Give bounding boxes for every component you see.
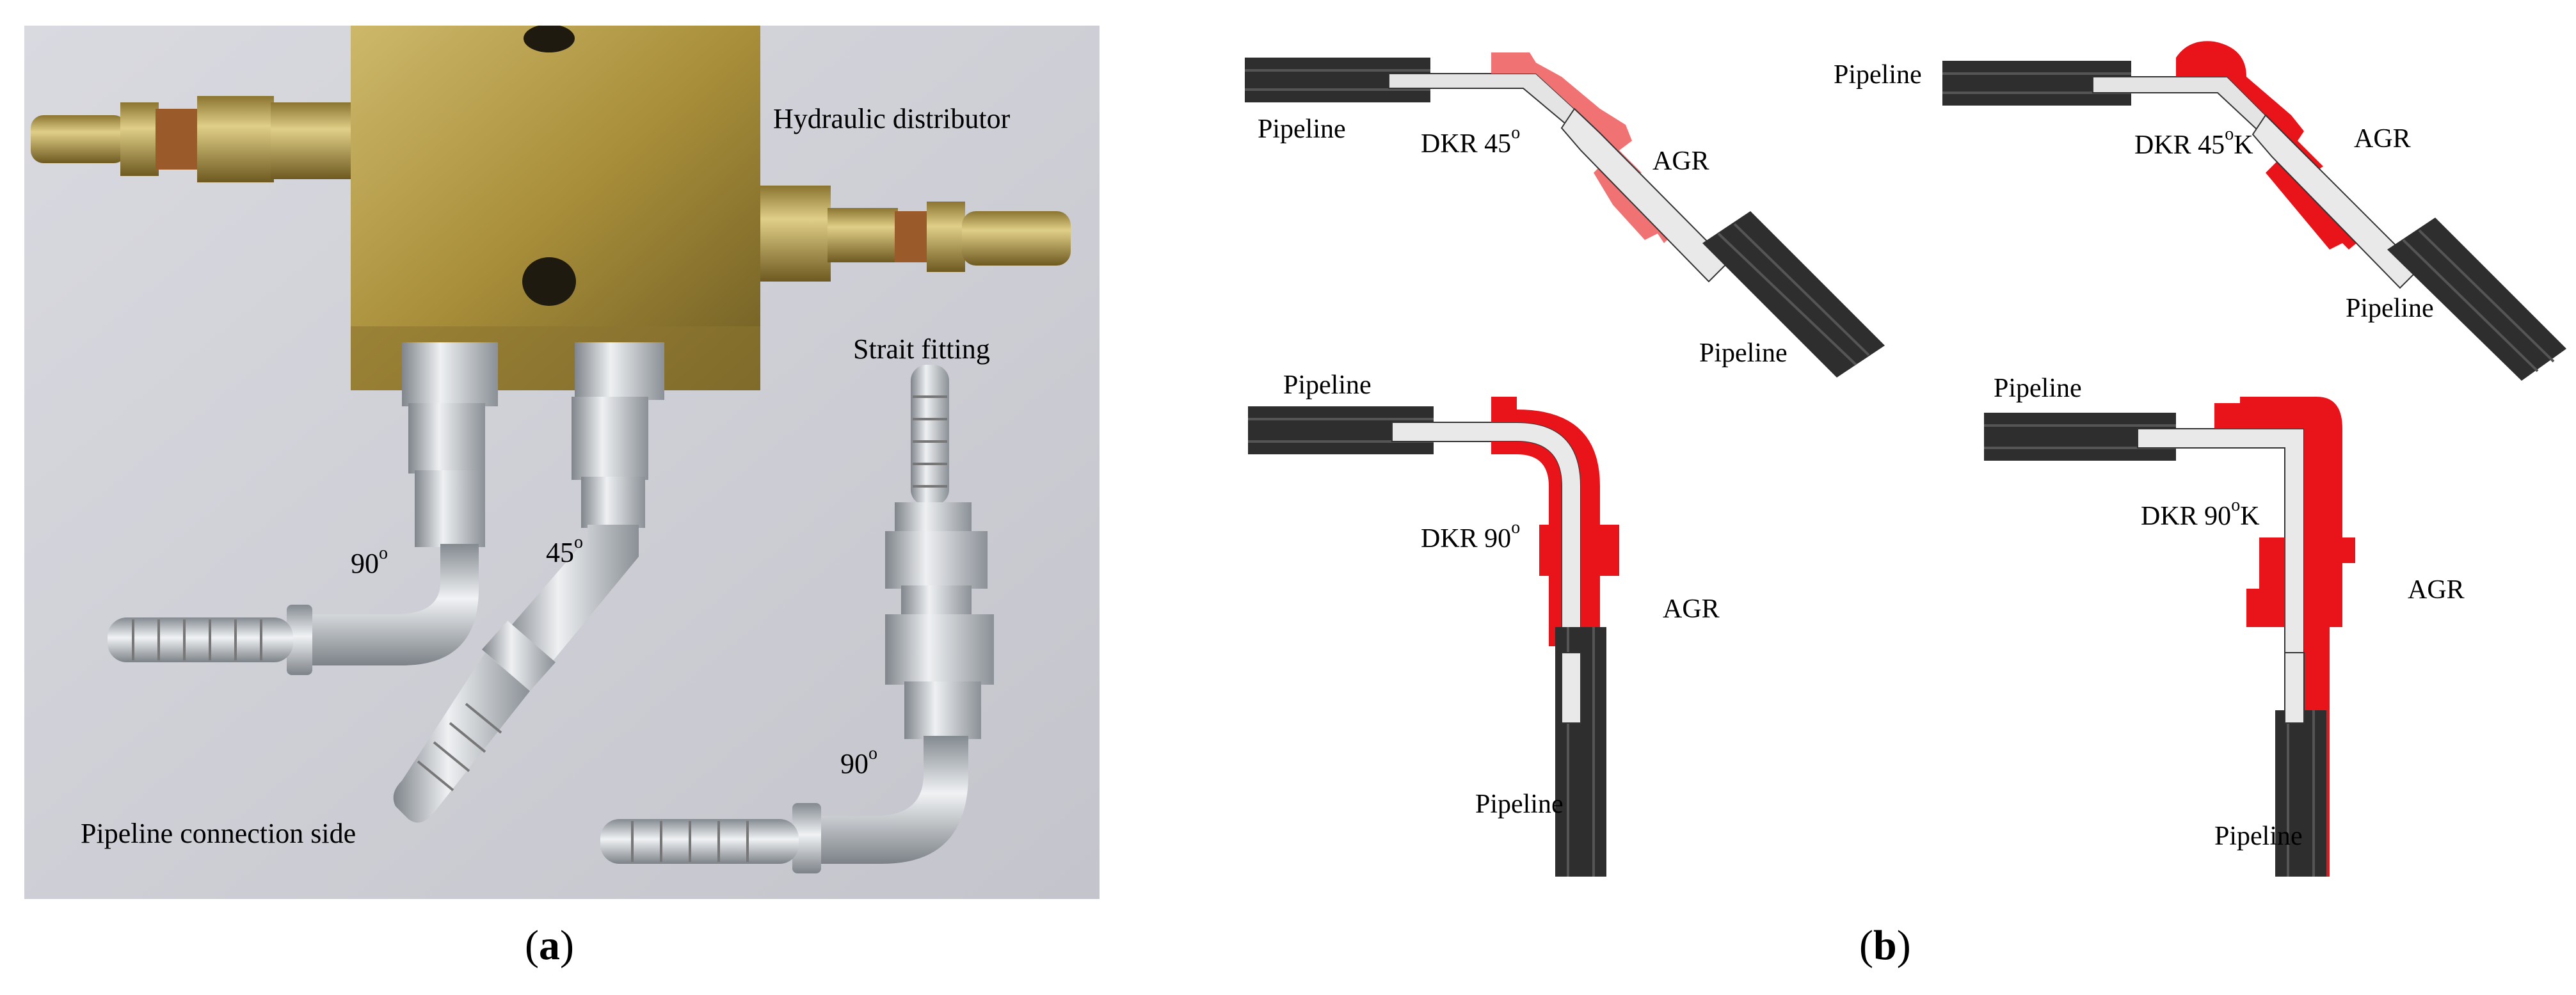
fitting-90-left xyxy=(108,342,498,675)
dkr90k-label-fitting: DKR 90oK xyxy=(2141,495,2260,531)
caption-b: (b) xyxy=(1859,922,1911,969)
dkr90k-label-agr: AGR xyxy=(2408,575,2465,605)
label-pipeline-connection-side: Pipeline connection side xyxy=(81,818,356,849)
dkr45-label-fitting: DKR 45o xyxy=(1421,123,1520,159)
diagram-dkr45k: Pipeline DKR 45oK AGR Pipeline xyxy=(1834,41,2566,381)
label-angle-90-left: 90o xyxy=(351,543,388,579)
fittings-photo: Hydraulic distributor Strait fitting 90o… xyxy=(24,26,1100,899)
dkr90-label-fitting: DKR 90o xyxy=(1421,518,1520,553)
fitting-90-right xyxy=(600,736,968,873)
label-hydraulic-distributor: Hydraulic distributor xyxy=(773,103,1011,134)
dkr90-label-agr: AGR xyxy=(1663,594,1720,624)
cross-section-diagrams: Pipeline DKR 45o AGR Pipeline Pipeline D… xyxy=(1245,41,2566,877)
dkr90-label-pipeline-left: Pipeline xyxy=(1283,370,1372,400)
diagram-dkr45: Pipeline DKR 45o AGR Pipeline xyxy=(1245,52,1885,378)
left-brass-stub xyxy=(31,115,127,163)
photo-panel: Hydraulic distributor Strait fitting 90o… xyxy=(24,26,1100,899)
label-angle-45: 45o xyxy=(546,532,583,568)
dkr90-label-pipeline-bottom: Pipeline xyxy=(1475,790,1564,819)
right-brass-stub xyxy=(760,186,831,282)
block-hole-top xyxy=(524,26,575,52)
dkr45k-label-pipeline-bottom: Pipeline xyxy=(2346,294,2434,323)
fitting-45 xyxy=(393,342,664,823)
diagram-dkr90: Pipeline DKR 90o AGR Pipeline xyxy=(1248,370,1720,877)
dkr45k-label-agr: AGR xyxy=(2354,124,2411,154)
label-strait-fitting: Strait fitting xyxy=(853,333,990,365)
section-panel: Pipeline DKR 45o AGR Pipeline Pipeline D… xyxy=(1216,13,2566,889)
dkr45-label-agr: AGR xyxy=(1652,147,1709,176)
dkr45-label-pipeline-left: Pipeline xyxy=(1258,115,1346,144)
block-hole-bottom xyxy=(522,257,576,306)
fitting-strait xyxy=(885,365,994,739)
dkr90k-label-pipeline-bottom: Pipeline xyxy=(2214,822,2303,851)
dkr45k-label-fitting: DKR 45oK xyxy=(2134,124,2253,160)
caption-a: (a) xyxy=(525,922,574,969)
diagram-dkr90k: Pipeline DKR 90oK AGR Pipeline xyxy=(1984,374,2465,877)
dkr90k-label-pipeline-left: Pipeline xyxy=(1994,374,2082,403)
dkr45k-label-pipeline-left: Pipeline xyxy=(1834,60,1922,90)
label-angle-90-right: 90o xyxy=(840,744,877,779)
dkr45-label-pipeline-bottom: Pipeline xyxy=(1699,338,1788,368)
